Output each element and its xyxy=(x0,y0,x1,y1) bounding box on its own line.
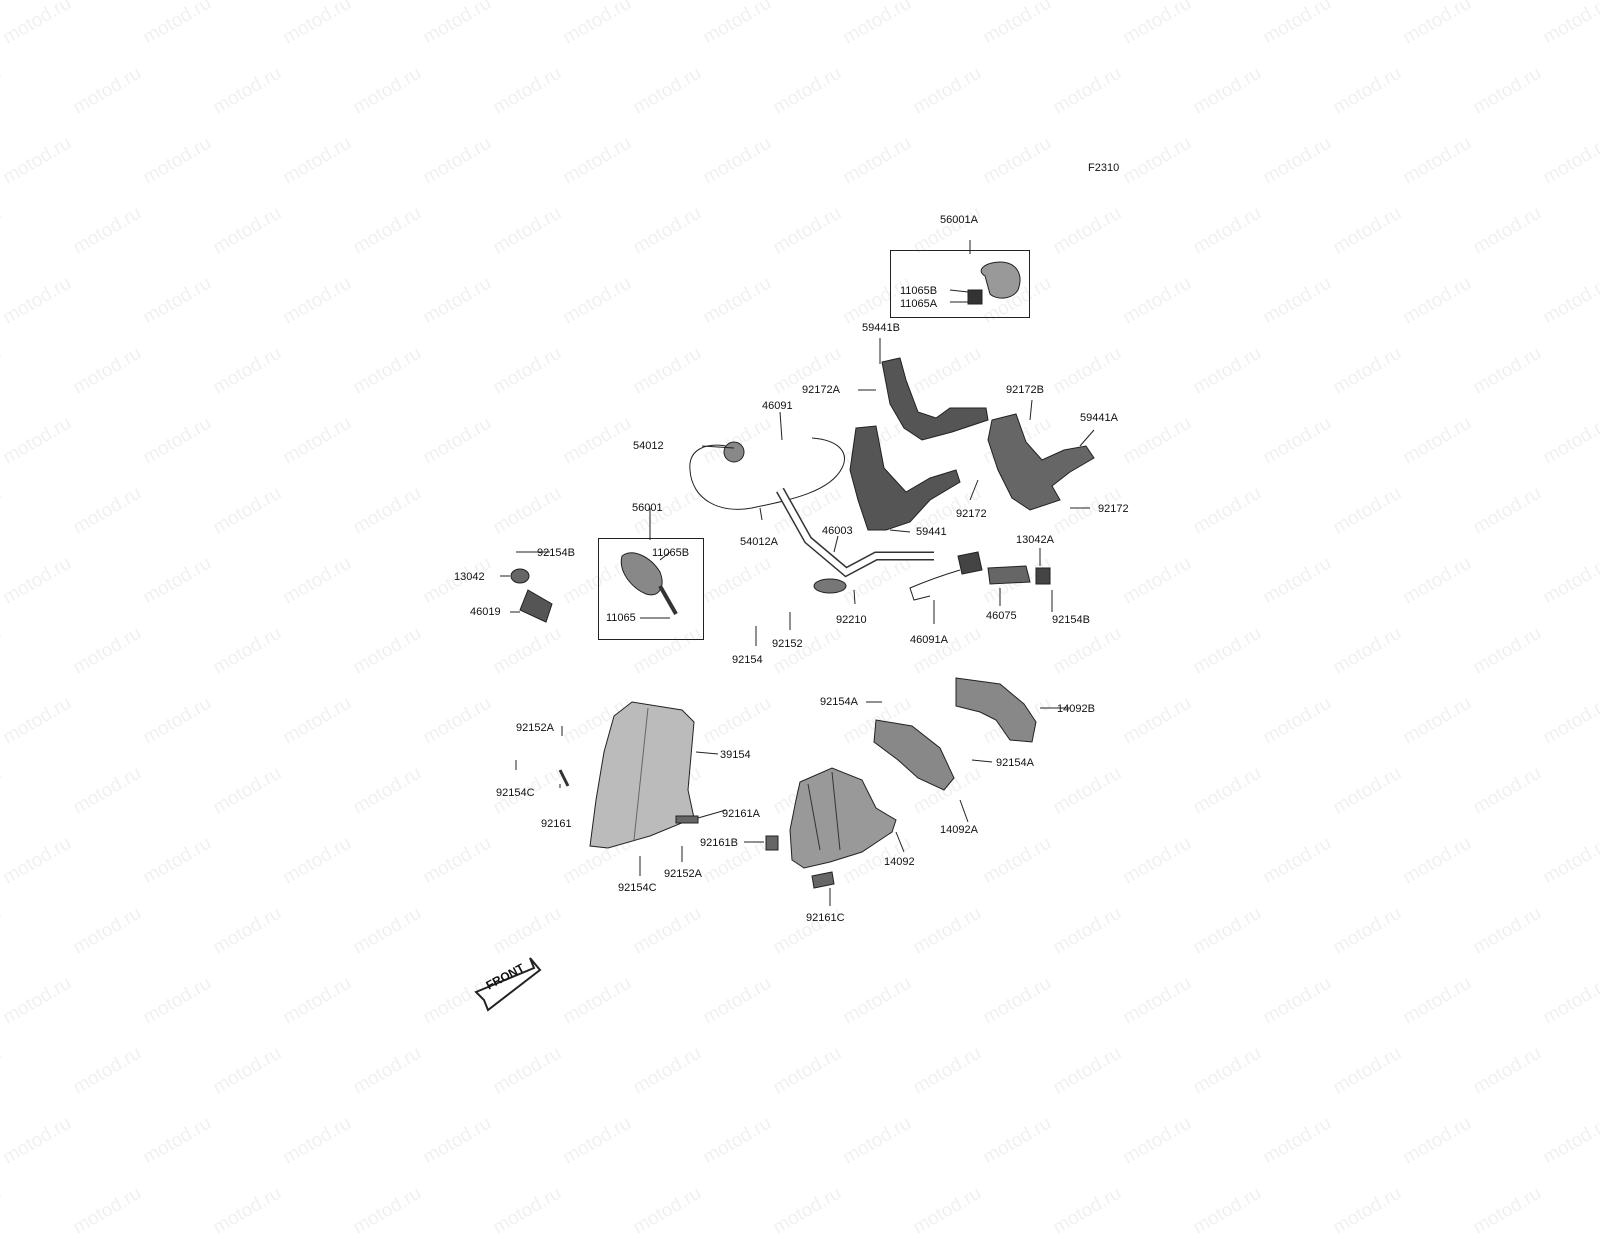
part-label-46019[interactable]: 46019 xyxy=(470,606,501,618)
bolt-92161-shape xyxy=(558,769,570,787)
part-label-39154[interactable]: 39154 xyxy=(720,749,751,761)
part-label-59441[interactable]: 59441 xyxy=(916,526,947,538)
part-label-59441b[interactable]: 59441B xyxy=(862,322,900,334)
part-label-92152a-top[interactable]: 92152A xyxy=(516,722,554,734)
plate-92161c-shape xyxy=(811,871,835,889)
mirror-right-base xyxy=(967,289,983,305)
part-label-46091[interactable]: 46091 xyxy=(762,400,793,412)
part-label-92154b-left[interactable]: 92154B xyxy=(537,547,575,559)
grip-46075-shape xyxy=(987,565,1031,585)
part-label-13042a[interactable]: 13042A xyxy=(1016,534,1054,546)
bracket-92161b-shape xyxy=(765,835,779,851)
mirror-assembly-box-left xyxy=(598,538,704,640)
part-label-11065b-top[interactable]: 11065B xyxy=(900,285,938,297)
cowl-14092-shape xyxy=(789,767,897,869)
leader-lines xyxy=(500,240,1095,906)
cover-59441b-shape xyxy=(881,357,989,441)
cover-59441-shape xyxy=(849,425,961,531)
bar-end-13042-shape xyxy=(510,568,530,584)
part-label-11065a[interactable]: 11065A xyxy=(900,298,938,310)
part-label-92161b[interactable]: 92161B xyxy=(700,837,738,849)
part-label-92161c[interactable]: 92161C xyxy=(806,912,845,924)
bar-end-13042a-shape xyxy=(1035,567,1051,585)
front-arrow-shape xyxy=(474,957,542,1012)
part-label-13042[interactable]: 13042 xyxy=(454,571,485,583)
part-label-92152[interactable]: 92152 xyxy=(772,638,803,650)
part-label-92172a[interactable]: 92172A xyxy=(802,384,840,396)
part-label-14092[interactable]: 14092 xyxy=(884,856,915,868)
part-label-46091a[interactable]: 46091A xyxy=(910,634,948,646)
part-label-92161[interactable]: 92161 xyxy=(541,818,572,830)
part-label-56001a[interactable]: 56001A xyxy=(940,214,978,226)
part-label-46003[interactable]: 46003 xyxy=(822,525,853,537)
handlebar-clamp-shape xyxy=(813,578,847,594)
part-label-92154a-top[interactable]: 92154A xyxy=(820,696,858,708)
mirror-left-shape xyxy=(620,552,663,596)
part-label-92172-left[interactable]: 92172 xyxy=(956,508,987,520)
mirror-assembly-box-right xyxy=(890,250,1030,318)
part-label-11065[interactable]: 11065 xyxy=(606,612,636,624)
part-label-14092b[interactable]: 14092B xyxy=(1057,703,1095,715)
exploded-parts-diagram xyxy=(474,240,1095,1012)
collar-92161a-shape xyxy=(675,815,699,824)
cable-54012-shape xyxy=(689,437,845,510)
cover-14092b-shape xyxy=(955,677,1037,743)
part-label-11065b-low[interactable]: 11065B xyxy=(652,547,690,559)
part-label-92152a-bottom[interactable]: 92152A xyxy=(664,868,702,880)
part-label-92154c-bottom[interactable]: 92154C xyxy=(618,882,657,894)
part-label-59441a[interactable]: 59441A xyxy=(1080,412,1118,424)
part-label-54012[interactable]: 54012 xyxy=(633,440,664,452)
diagram-code: F2310 xyxy=(1088,162,1120,174)
part-label-92210[interactable]: 92210 xyxy=(836,614,867,626)
part-label-14092a[interactable]: 14092A xyxy=(940,824,978,836)
mirror-right-shape xyxy=(980,261,1021,299)
part-label-92154b-right[interactable]: 92154B xyxy=(1052,614,1090,626)
cover-14092a-shape xyxy=(873,719,955,791)
grip-46019-shape xyxy=(519,589,553,623)
part-label-92172-right[interactable]: 92172 xyxy=(1098,503,1129,515)
part-label-46075[interactable]: 46075 xyxy=(986,610,1017,622)
part-label-56001[interactable]: 56001 xyxy=(632,502,663,514)
part-label-92154a-right[interactable]: 92154A xyxy=(996,757,1034,769)
brake-lever-pivot-shape xyxy=(723,441,745,463)
part-label-92154c-left[interactable]: 92154C xyxy=(496,787,535,799)
part-label-92161a[interactable]: 92161A xyxy=(722,808,760,820)
part-label-54012a[interactable]: 54012A xyxy=(740,536,778,548)
windshield-39154-shape xyxy=(589,701,695,849)
cover-59441a-shape xyxy=(987,413,1095,511)
switch-46091a-shape xyxy=(957,551,983,575)
part-label-92172b[interactable]: 92172B xyxy=(1006,384,1044,396)
part-label-92154[interactable]: 92154 xyxy=(732,654,763,666)
